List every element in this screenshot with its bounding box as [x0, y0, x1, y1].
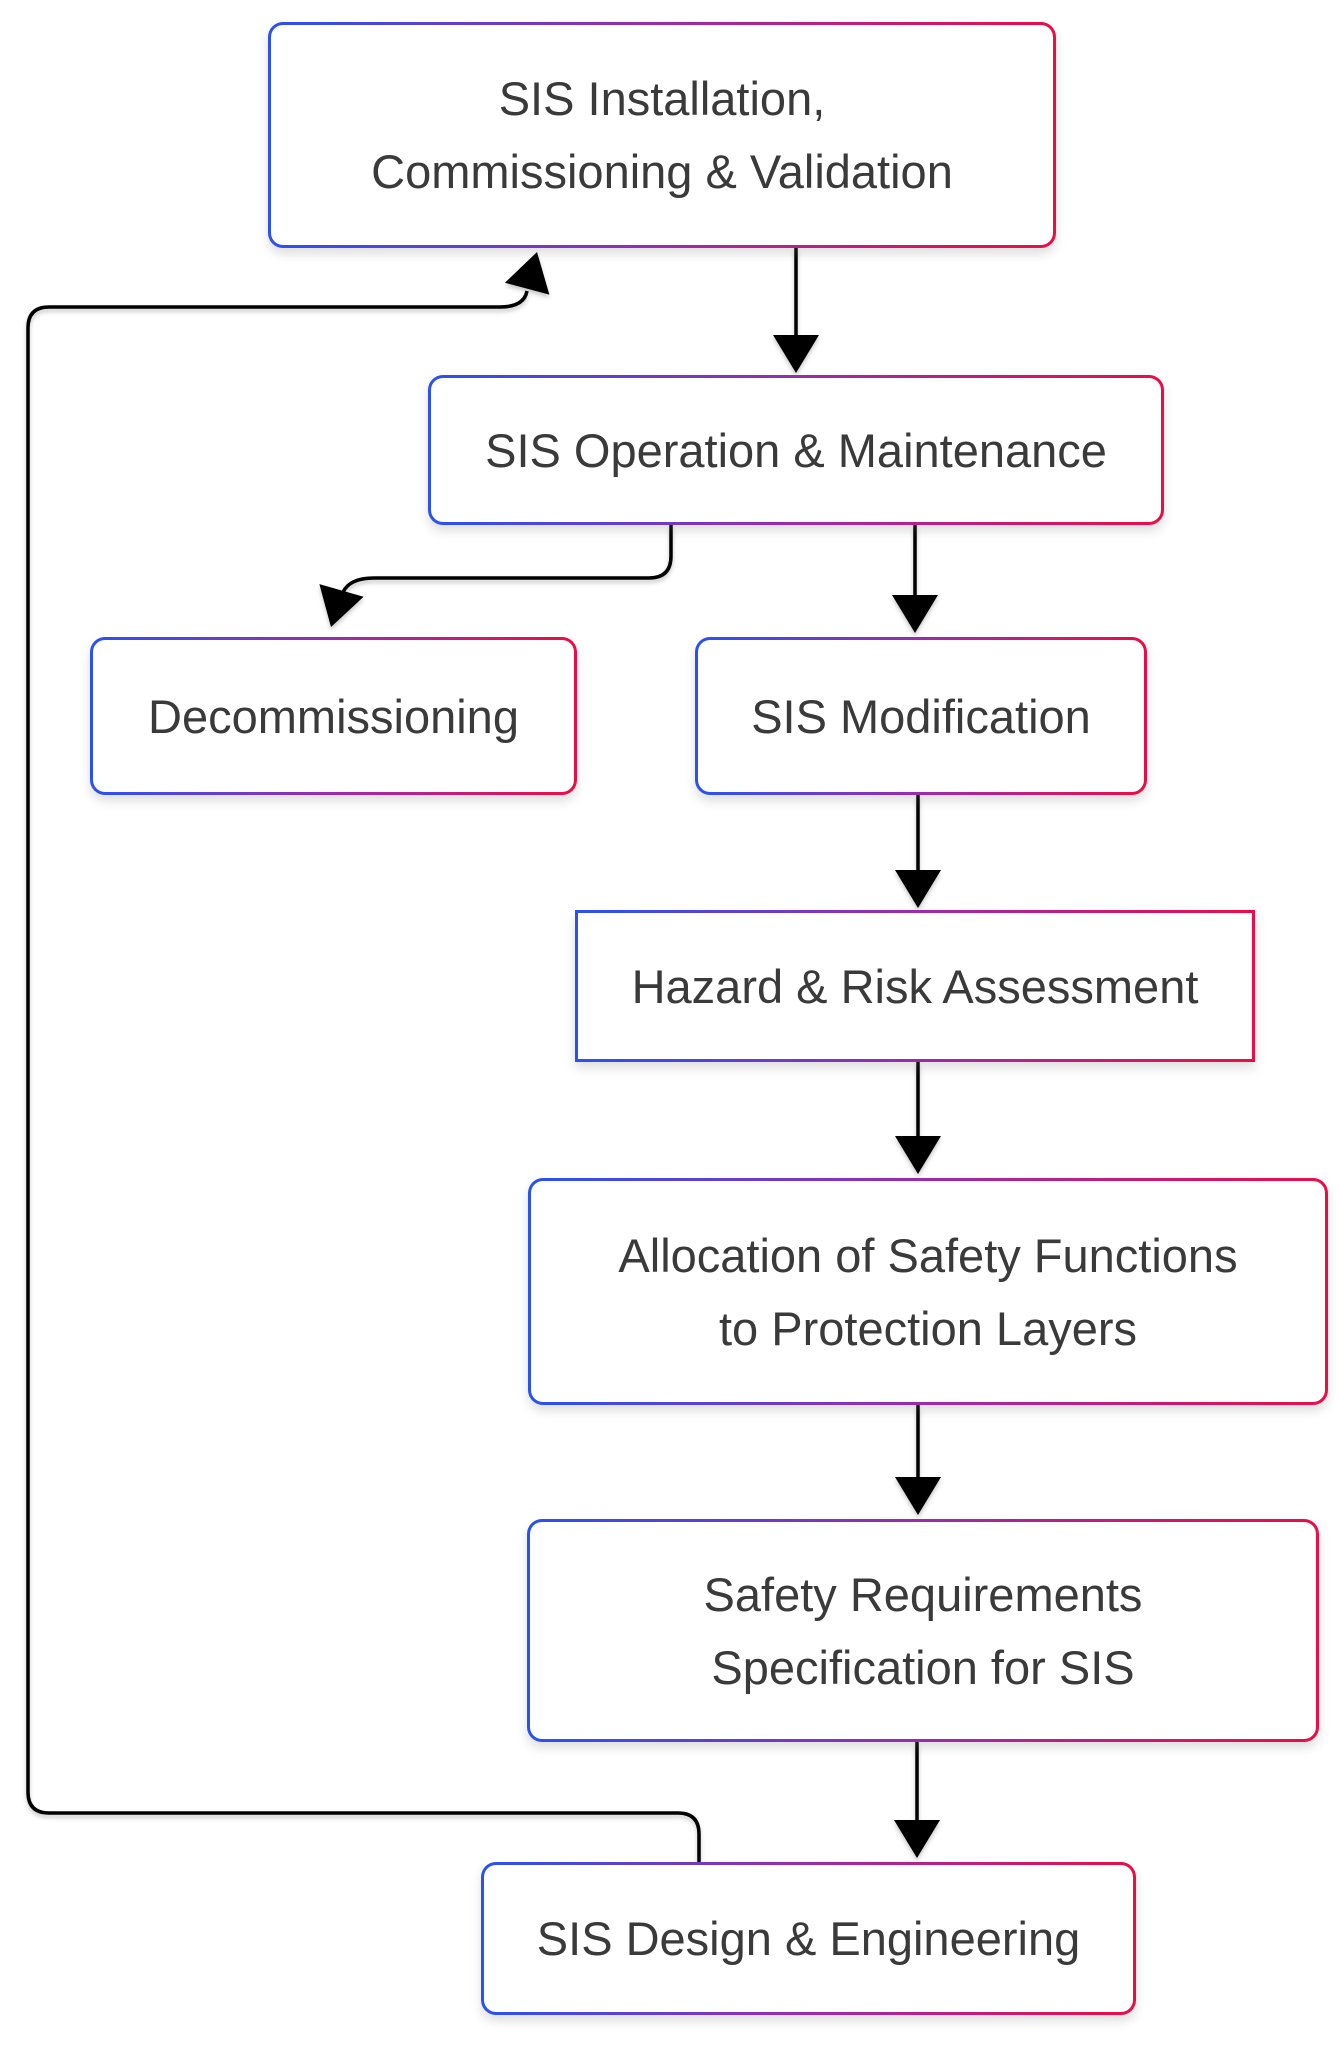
edge-line-design-to-install — [26, 290, 701, 1862]
edge-install-to-operate — [773, 248, 819, 373]
edge-operate-to-decommission — [319, 525, 673, 627]
flow-node-body: SIS Installation, Commissioning & Validat… — [271, 25, 1053, 245]
edge-line-operate-to-decommission — [341, 525, 673, 593]
flow-node-label: Hazard & Risk Assessment — [631, 959, 1199, 1013]
flow-node-label: SIS Modification — [751, 689, 1091, 743]
edge-srs-to-design — [894, 1742, 940, 1858]
flow-node-allocate: Allocation of Safety Functions to Protect… — [528, 1178, 1328, 1405]
flow-node-body: Hazard & Risk Assessment — [578, 913, 1252, 1059]
flow-node-label: Decommissioning — [148, 689, 519, 743]
flow-node-label: Commissioning & Validation — [371, 145, 953, 198]
flow-node-hazard: Hazard & Risk Assessment — [575, 910, 1255, 1062]
edge-modify-to-hazard — [895, 795, 941, 908]
edge-hazard-to-allocate — [895, 1062, 941, 1174]
flow-node-body: Allocation of Safety Functions to Protect… — [531, 1181, 1325, 1402]
arrowhead-icon — [504, 252, 550, 295]
arrowhead-icon — [895, 1136, 941, 1174]
arrowhead-icon — [894, 1820, 940, 1858]
arrowhead-icon — [319, 584, 364, 627]
flow-node-label: SIS Installation, — [498, 72, 826, 125]
edge-allocate-to-srs — [895, 1405, 941, 1515]
flow-node-label: Safety Requirements — [703, 1567, 1143, 1621]
flow-node-label: Allocation of Safety Functions — [618, 1228, 1238, 1282]
flow-node-label: SIS Design & Engineering — [536, 1912, 1081, 1965]
flow-node-body: SIS Design & Engineering — [484, 1865, 1133, 2012]
flow-node-body: SIS Operation & Maintenance — [431, 378, 1161, 522]
flow-node-design: SIS Design & Engineering — [481, 1862, 1136, 2015]
flow-node-install: SIS Installation, Commissioning & Validat… — [268, 22, 1056, 248]
flow-node-body: Decommissioning — [93, 640, 574, 792]
flow-node-decommission: Decommissioning — [90, 637, 577, 795]
arrowhead-icon — [773, 335, 819, 373]
edge-design-to-install — [26, 252, 701, 1862]
edge-operate-to-modify — [892, 525, 938, 633]
flow-node-operate: SIS Operation & Maintenance — [428, 375, 1164, 525]
flow-node-label: SIS Operation & Maintenance — [485, 423, 1107, 477]
arrowhead-icon — [895, 1477, 941, 1515]
arrowhead-icon — [895, 870, 941, 908]
flow-node-label: to Protection Layers — [719, 1301, 1137, 1355]
flow-node-label: Specification for SIS — [711, 1640, 1135, 1694]
flow-node-body: SIS Modification — [698, 640, 1144, 792]
flow-node-modify: SIS Modification — [695, 637, 1147, 795]
arrowhead-icon — [892, 595, 938, 633]
